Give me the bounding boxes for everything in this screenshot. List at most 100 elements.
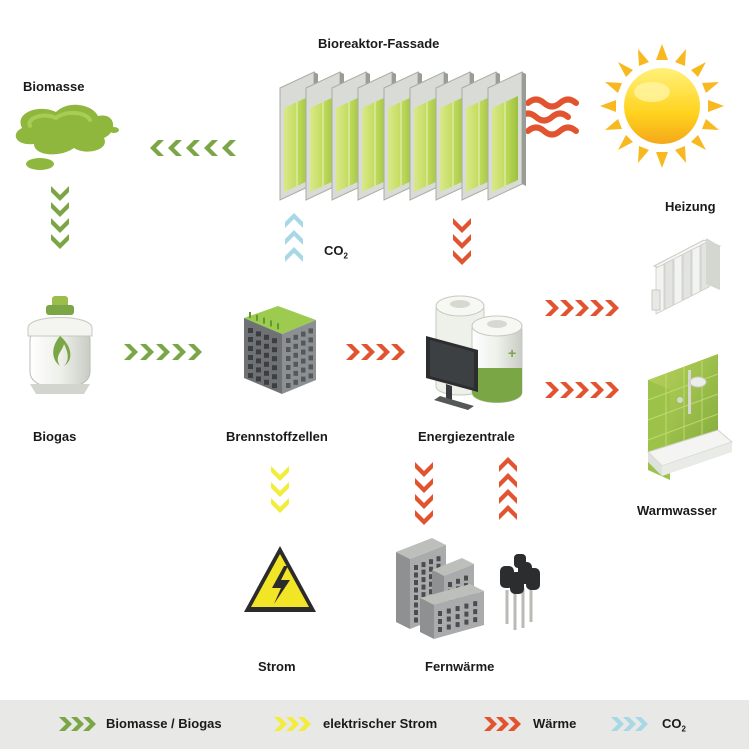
legend-biomass-chevrons [59, 717, 96, 731]
label-bioreactor-facade: Bioreaktor-Fassade [318, 36, 440, 51]
arrow-energy-to-water-chevron [590, 382, 604, 398]
arrow-energy-to-water [545, 382, 619, 398]
arrow-fuelcells-to-power [271, 466, 289, 513]
arrow-facade-to-biomass-chevron [150, 140, 164, 156]
legend-electric-chevrons [274, 717, 311, 731]
co2-text: CO [324, 243, 344, 258]
arrow-fuelcells-to-energy-chevron [361, 344, 375, 360]
legend-heat-icon [484, 717, 521, 731]
label-fuel-cells: Brennstoffzellen [226, 429, 328, 444]
legend-heat-chevrons-chevron [496, 717, 509, 731]
arrow-biomass-to-biogas-chevron [51, 218, 69, 233]
legend-electric-label: elektrischer Strom [323, 716, 438, 731]
building [420, 584, 484, 639]
algae-biomass-icon [15, 104, 119, 170]
arrow-facade-to-energy [453, 218, 471, 265]
arrow-fuelcells-to-energy [346, 344, 405, 360]
label-power: Strom [258, 659, 296, 674]
arrow-biogas-to-fuelcells-chevron [156, 344, 170, 360]
flow-arrows [51, 140, 619, 525]
legend-co2-chevrons [611, 717, 648, 731]
arrow-energy-to-district-chevron [415, 478, 433, 493]
arrow-facade-to-biomass-chevron [186, 140, 200, 156]
arrow-facade-to-biomass-chevron [168, 140, 182, 156]
arrow-co2-to-facade-chevron [285, 247, 303, 262]
arrow-energy-to-district [415, 462, 433, 525]
high-voltage-icon [244, 546, 316, 612]
arrow-energy-to-water-chevron [545, 382, 559, 398]
arrow-district-to-energy [499, 457, 517, 520]
co2-subscript: 2 [343, 251, 348, 261]
arrow-energy-to-heating-chevron [575, 300, 589, 316]
arrow-fuelcells-to-energy-chevron [346, 344, 360, 360]
arrow-biomass-to-biogas-chevron [51, 234, 69, 249]
legend-heat-label: Wärme [533, 716, 577, 731]
arrow-energy-to-district-chevron [415, 494, 433, 509]
legend-co2-chevrons-chevron [623, 717, 636, 731]
district-heat-pipes-icon [500, 554, 540, 630]
legend-biomass-chevrons-chevron [59, 717, 72, 731]
arrow-biomass-to-biogas-chevron [51, 186, 69, 201]
arrow-fuelcells-to-power-chevron [271, 498, 289, 513]
label-district-heat: Fernwärme [425, 659, 495, 674]
legend-co2-text: CO [662, 716, 682, 731]
legend-biomass-chevrons-chevron [83, 717, 96, 731]
arrow-biogas-to-fuelcells-chevron [188, 344, 202, 360]
arrow-co2-to-facade-chevron [285, 230, 303, 245]
arrow-facade-to-energy-chevron [453, 218, 471, 233]
arrow-energy-to-heating-chevron [560, 300, 574, 316]
sun-icon [600, 44, 724, 168]
arrow-energy-to-heating [545, 300, 619, 316]
legend-electric-chevrons-chevron [274, 717, 287, 731]
legend-electric-icon [274, 717, 311, 731]
energy-center-icon: + [426, 295, 523, 410]
arrow-biogas-to-fuelcells-chevron [140, 344, 154, 360]
arrow-fuelcells-to-energy-chevron [391, 344, 405, 360]
arrow-fuelcells-to-power-chevron [271, 482, 289, 497]
arrow-facade-to-biomass-chevron [204, 140, 218, 156]
legend-co2-chevrons-chevron [635, 717, 648, 731]
arrow-energy-to-district-chevron [415, 462, 433, 477]
legend-co2-chevrons-chevron [611, 717, 624, 731]
legend-electric-chevrons-chevron [286, 717, 299, 731]
label-co2: CO2 [324, 243, 348, 261]
buildings-icon [396, 538, 484, 639]
arrow-energy-to-water-chevron [560, 382, 574, 398]
legend-electric-chevrons-chevron [298, 717, 311, 731]
legend-biomass-icon [59, 717, 96, 731]
legend-co2-icon [611, 717, 648, 731]
legend-heat-chevrons-chevron [484, 717, 497, 731]
arrow-biogas-to-fuelcells-chevron [124, 344, 138, 360]
arrow-fuelcells-to-power-chevron [271, 466, 289, 481]
legend-co2-subscript: 2 [681, 724, 686, 734]
label-energy-center: Energiezentrale [418, 429, 515, 444]
legend-heat-chevrons [484, 717, 521, 731]
svg-text:+: + [508, 345, 516, 361]
arrow-biomass-to-biogas [51, 186, 69, 249]
bioreactor-facade-icon [279, 71, 526, 201]
label-biogas: Biogas [33, 429, 77, 444]
arrow-energy-to-heating-chevron [545, 300, 559, 316]
facade-panel [487, 71, 526, 201]
arrow-facade-to-energy-chevron [453, 234, 471, 249]
label-heating: Heizung [665, 199, 716, 214]
arrow-energy-to-district-chevron [415, 510, 433, 525]
arrow-energy-to-water-chevron [605, 382, 619, 398]
arrow-energy-to-heating-chevron [590, 300, 604, 316]
arrow-fuelcells-to-energy-chevron [376, 344, 390, 360]
biogas-tank-icon [27, 296, 93, 394]
arrow-district-to-energy-chevron [499, 457, 517, 472]
legend: Biomasse / Biogas elektrischer Strom Wär… [0, 700, 749, 749]
arrow-district-to-energy-chevron [499, 489, 517, 504]
arrow-biogas-to-fuelcells [124, 344, 202, 360]
heat-waves-icon [517, 96, 579, 138]
arrow-biogas-to-fuelcells-chevron [172, 344, 186, 360]
arrow-district-to-energy-chevron [499, 473, 517, 488]
shower-icon [647, 354, 733, 480]
arrow-energy-to-heating-chevron [605, 300, 619, 316]
legend-co2-label: CO2 [662, 716, 686, 734]
arrow-facade-to-energy-chevron [453, 250, 471, 265]
radiator-icon [651, 238, 722, 315]
legend-biomass-chevrons-chevron [71, 717, 84, 731]
